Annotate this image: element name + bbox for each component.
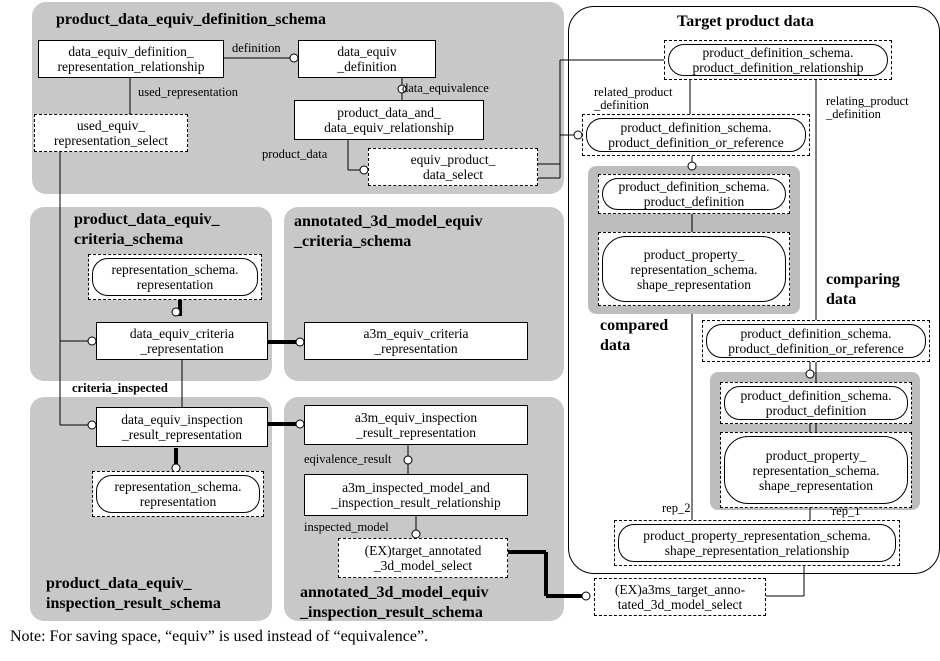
a3m-criteria-schema-title: annotated_3d_model_equiv _criteria_schem… [294, 213, 483, 250]
a3m-equiv-criteria-representation-box[interactable]: a3m_equiv_criteria _representation [304, 322, 528, 360]
definition-role-label: definition [232, 41, 281, 55]
representation-schema-representation-label-1: representation_schema. representation [92, 258, 258, 296]
product-definition-or-reference-box-1[interactable]: product_definition_schema. product_defin… [582, 114, 810, 156]
shape-representation-box-2[interactable]: product_property_ representation_schema.… [720, 432, 912, 508]
product-definition-relationship-box[interactable]: product_definition_schema. product_defin… [664, 40, 892, 80]
product-data-and-data-equiv-relationship-box[interactable]: product_data_and_ data_equiv_relationshi… [294, 100, 484, 140]
product-data-role-label: product_data [262, 147, 328, 161]
inspection-schema-title: product_data_equiv_ inspection_result_sc… [46, 575, 221, 612]
representation-schema-representation-label-2: representation_schema. representation [96, 475, 260, 513]
product-definition-or-reference-label-1: product_definition_schema. product_defin… [586, 118, 806, 152]
shape-representation-label-2: product_property_ representation_schema.… [724, 436, 908, 504]
target-product-data-title: Target product data [677, 13, 814, 30]
a3m-equiv-inspection-result-representation-box[interactable]: a3m_equiv_inspection _result_representat… [304, 405, 528, 445]
used-representation-role-label: used_representation [138, 85, 238, 99]
eqivalence-result-role-label: eqivalence_result [304, 452, 392, 466]
ex-target-annotated-3d-model-select-box[interactable]: (EX)target_annotated _3d_model_select [338, 538, 508, 578]
product-definition-label-2: product_definition_schema. product_defin… [724, 386, 908, 420]
data-equiv-definition-representation-relationship-box[interactable]: data_equiv_definition_ representation_re… [38, 40, 224, 78]
relating-product-definition-role-label: relating_product _definition [826, 94, 909, 121]
product-definition-box-1[interactable]: product_definition_schema. product_defin… [598, 174, 790, 214]
product-definition-or-reference-box-2[interactable]: product_definition_schema. product_defin… [702, 320, 930, 362]
definition-schema-title: product_data_equiv_definition_schema [56, 11, 326, 28]
used-equiv-representation-select-box[interactable]: used_equiv_ representation_select [34, 114, 188, 152]
related-product-definition-role-label: related_product _definition [594, 85, 673, 112]
a3m-inspection-schema-title: annotated_3d_model_equiv _inspection_res… [300, 584, 489, 621]
shape-representation-label-1: product_property_ representation_schema.… [602, 236, 786, 302]
data-equiv-criteria-representation-box[interactable]: data_equiv_criteria _representation [96, 322, 268, 360]
shape-representation-relationship-box[interactable]: product_property_representation_schema. … [614, 520, 900, 566]
data-equivalence-role-label: data_equivalence [402, 81, 489, 95]
shape-representation-relationship-label: product_property_representation_schema. … [618, 524, 896, 562]
footnote: Note: For saving space, “equiv” is used … [10, 628, 429, 645]
criteria-inspected-role-label: criteria_inspected [72, 381, 168, 395]
product-definition-or-reference-label-2: product_definition_schema. product_defin… [706, 324, 926, 358]
representation-schema-representation-box-1[interactable]: representation_schema. representation [88, 254, 262, 300]
comparing-data-label: comparing data [826, 271, 900, 308]
product-definition-label-1: product_definition_schema. product_defin… [602, 178, 786, 210]
a3m-inspected-model-and-inspection-result-relationship-box[interactable]: a3m_inspected_model_and _inspection_resu… [304, 474, 528, 516]
product-definition-box-2[interactable]: product_definition_schema. product_defin… [720, 382, 912, 424]
criteria-schema-title: product_data_equiv_ criteria_schema [74, 211, 220, 248]
rep-2-role-label: rep_2 [662, 501, 691, 515]
compared-data-label: compared data [600, 317, 669, 354]
data-equiv-definition-box[interactable]: data_equiv _definition [298, 40, 436, 78]
data-equiv-inspection-result-representation-box[interactable]: data_equiv_inspection _result_representa… [96, 407, 268, 447]
product-definition-relationship-label: product_definition_schema. product_defin… [668, 44, 888, 76]
inspected-model-role-label: inspected_model [304, 520, 389, 534]
ex-a3ms-target-annotated-3d-model-select-box[interactable]: (EX)a3ms_target_anno- tated_3d_model_sel… [594, 578, 766, 616]
representation-schema-representation-box-2[interactable]: representation_schema. representation [92, 471, 264, 517]
equiv-product-data-select-box[interactable]: equiv_product_ data_select [368, 148, 538, 186]
shape-representation-box-1[interactable]: product_property_ representation_schema.… [598, 232, 790, 306]
